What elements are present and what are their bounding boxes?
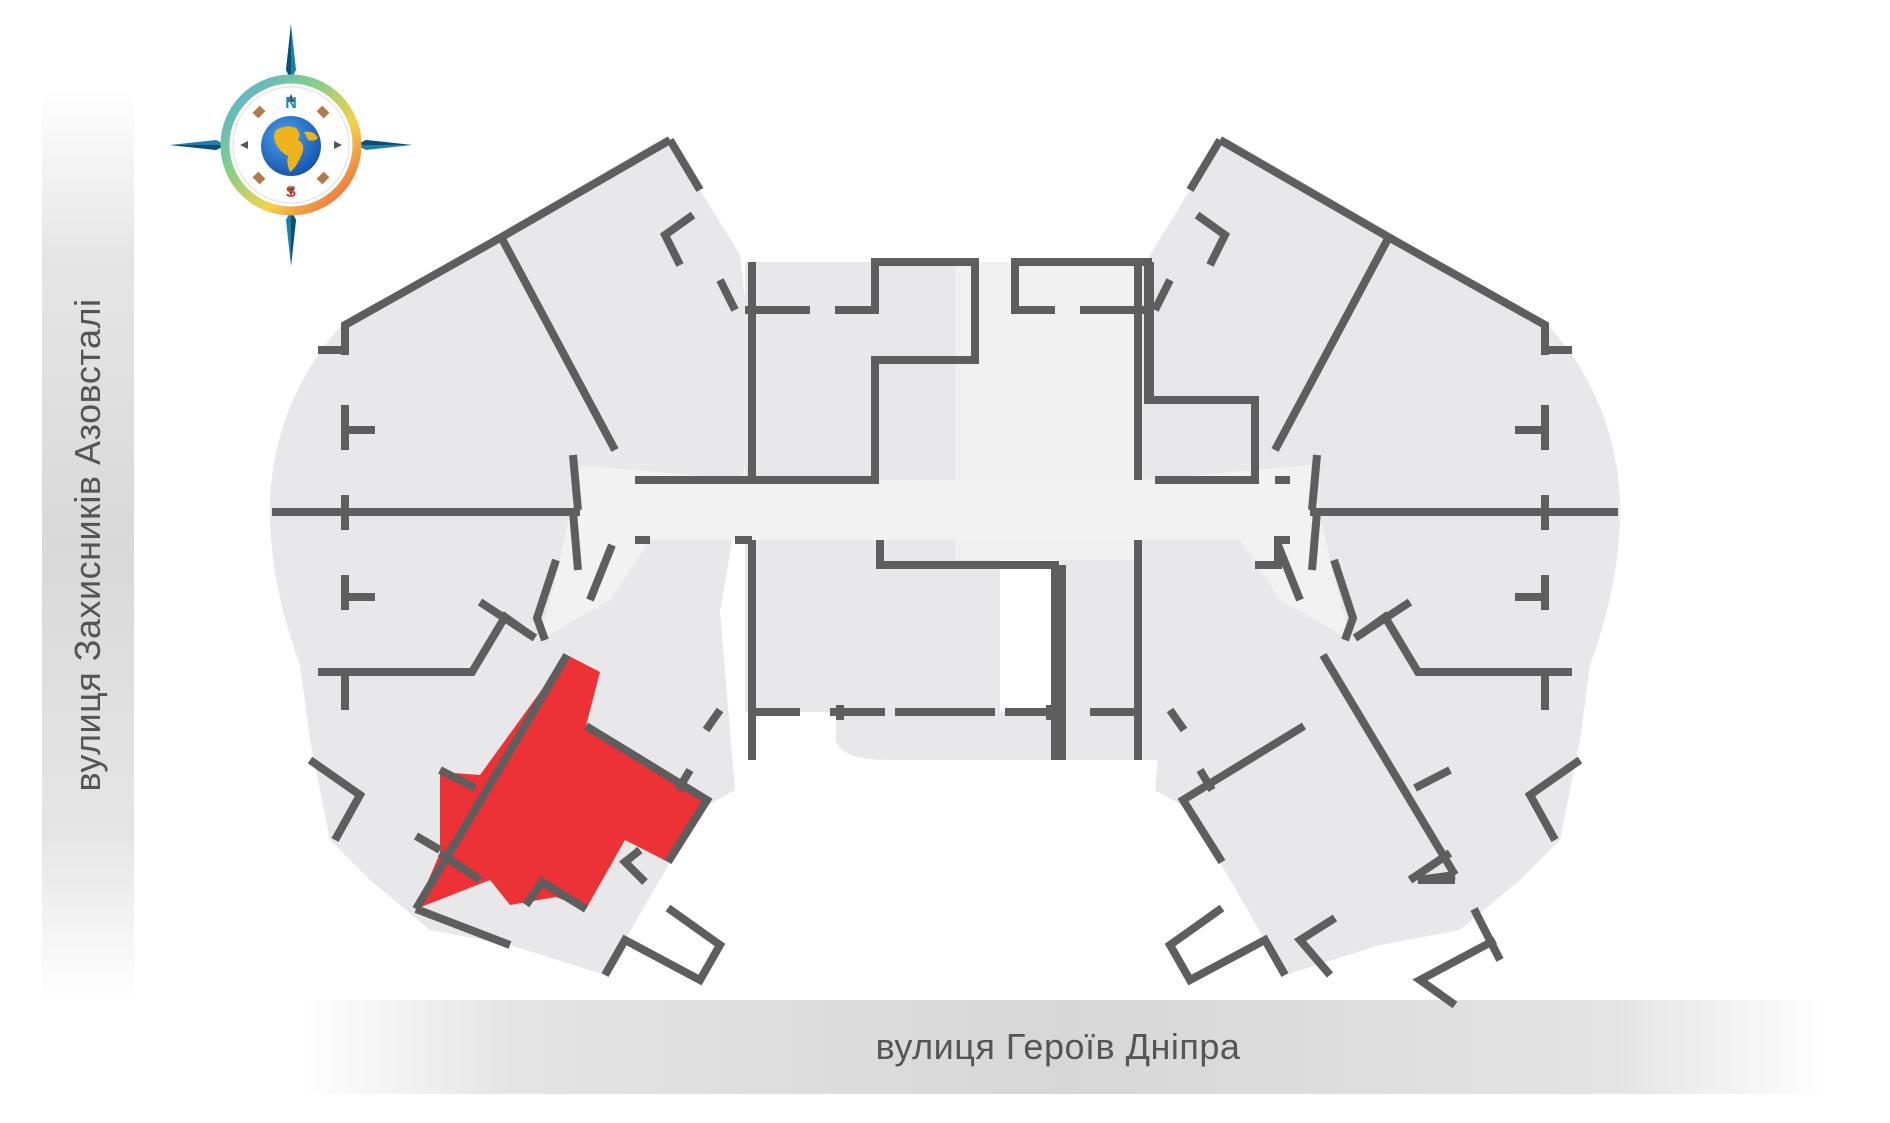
street-band-south: [300, 1000, 1830, 1094]
walls: [272, 136, 1618, 1009]
street-label-south: вулиця Героїв Дніпра: [875, 1026, 1241, 1067]
compass-south-label: S: [286, 184, 297, 201]
compass-rose-icon: N S: [170, 24, 412, 266]
street-band-west: [42, 90, 134, 1000]
compass-north-label: N: [285, 95, 297, 112]
corridor: [540, 465, 1350, 640]
selected-apartment[interactable]: [416, 655, 707, 909]
